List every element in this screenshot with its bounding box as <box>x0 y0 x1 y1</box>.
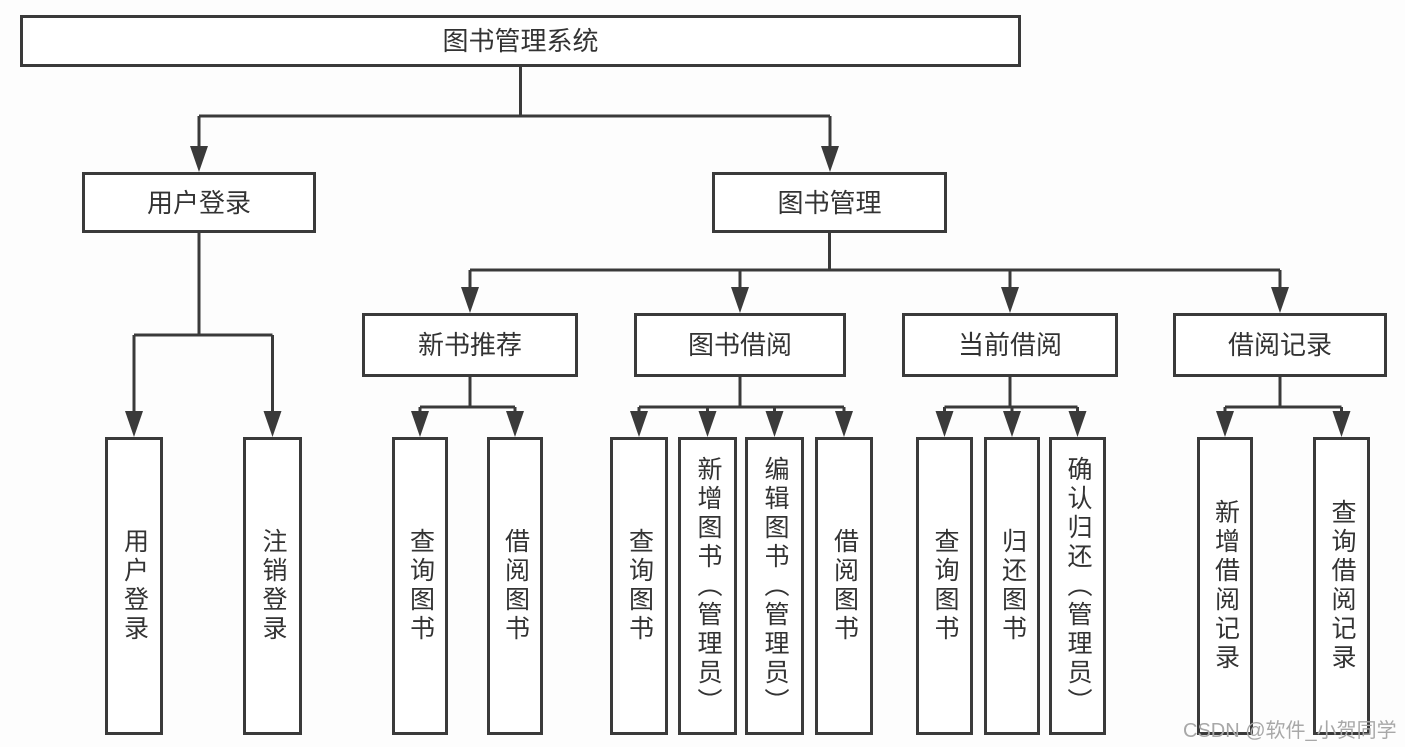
branch-root <box>190 67 839 172</box>
arrow-down-icon <box>461 287 479 313</box>
branch-book-management <box>461 233 1289 313</box>
arrow-down-icon <box>263 411 282 437</box>
arrow-down-icon <box>821 146 839 172</box>
arrow-down-icon <box>731 287 749 313</box>
leaf-records-query-record: 查询借阅记录 <box>1313 437 1370 735</box>
node-borrow-records: 借阅记录 <box>1173 313 1387 377</box>
leaf-current-return-books: 归还图书 <box>984 437 1040 735</box>
node-current-borrow: 当前借阅 <box>902 313 1118 377</box>
branch-records <box>1216 377 1351 437</box>
arrow-down-icon <box>1001 287 1019 313</box>
leaf-borrow-add-books-admin: 新增图书（管理员） <box>678 437 737 735</box>
arrow-down-icon <box>1003 411 1021 437</box>
arrow-down-icon <box>125 411 143 437</box>
leaf-recommend-query-books: 查询图书 <box>392 437 448 735</box>
branch-current <box>935 377 1087 437</box>
arrow-down-icon <box>190 146 208 172</box>
arrow-down-icon <box>1271 287 1289 313</box>
node-book-borrow: 图书借阅 <box>634 313 846 377</box>
node-library-management-system: 图书管理系统 <box>20 15 1021 67</box>
leaf-borrow-query-books: 查询图书 <box>610 437 668 735</box>
arrow-down-icon <box>1332 411 1351 437</box>
node-user-login: 用户登录 <box>82 172 316 233</box>
leaf-logout: 注销登录 <box>243 437 302 735</box>
branch-recommend <box>411 377 524 437</box>
leaf-borrow-borrow-books: 借阅图书 <box>815 437 873 735</box>
leaf-user-login: 用户登录 <box>105 437 163 735</box>
arrow-down-icon <box>698 411 717 437</box>
node-new-book-recommend: 新书推荐 <box>362 313 578 377</box>
arrow-down-icon <box>411 411 429 437</box>
leaf-borrow-edit-books-admin: 编辑图书（管理员） <box>745 437 804 735</box>
leaf-records-add-record: 新增借阅记录 <box>1197 437 1253 735</box>
arrow-down-icon <box>506 411 524 437</box>
branch-borrow <box>630 377 853 437</box>
arrow-down-icon <box>630 411 648 437</box>
branch-user-login <box>125 233 282 437</box>
csdn-watermark: CSDN @软件_小贺同学 <box>1183 720 1397 742</box>
arrow-down-icon <box>1068 411 1087 437</box>
leaf-recommend-borrow-books: 借阅图书 <box>487 437 543 735</box>
arrow-down-icon <box>935 411 954 437</box>
arrow-down-icon <box>1216 411 1234 437</box>
arrow-down-icon <box>835 411 853 437</box>
arrow-down-icon <box>765 411 784 437</box>
node-book-management: 图书管理 <box>712 172 947 233</box>
leaf-current-query-books: 查询图书 <box>916 437 973 735</box>
leaf-current-confirm-return-admin: 确认归还（管理员） <box>1049 437 1106 735</box>
